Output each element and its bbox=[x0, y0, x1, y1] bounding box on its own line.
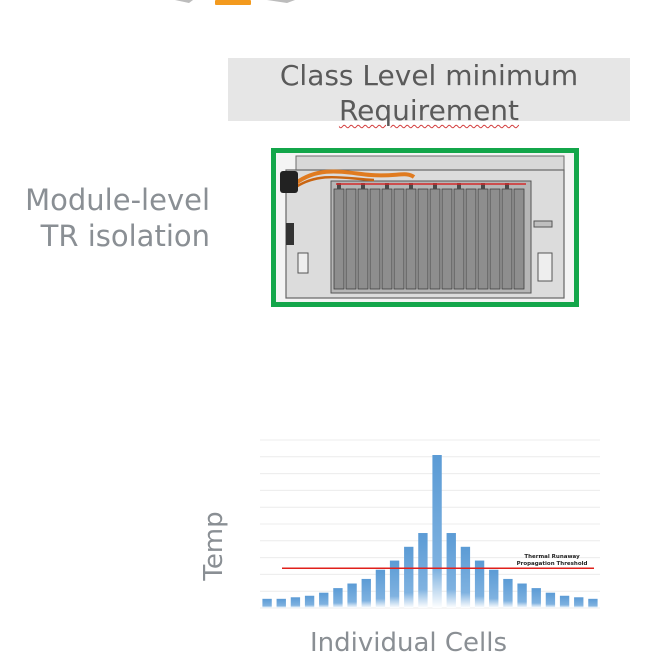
chart-bar bbox=[276, 598, 286, 608]
chart-bar bbox=[545, 592, 556, 608]
chart-bar bbox=[333, 588, 343, 608]
battery-module-image bbox=[271, 148, 579, 307]
logo-fragment-icon bbox=[175, 0, 295, 5]
chart-bar bbox=[404, 546, 414, 608]
chart-bar bbox=[432, 455, 442, 608]
side-label-line-2: TR isolation bbox=[40, 219, 210, 253]
chart-bar bbox=[531, 588, 541, 608]
chart-bar bbox=[574, 597, 584, 608]
chart-bar bbox=[559, 595, 570, 608]
chart-bar bbox=[304, 595, 315, 608]
chart-bar bbox=[290, 597, 301, 608]
chart-bar bbox=[262, 598, 272, 608]
battery-module-illustration bbox=[276, 153, 574, 302]
chart-bar bbox=[588, 598, 598, 608]
chart-bar bbox=[489, 569, 499, 608]
chart-bar bbox=[389, 560, 400, 608]
header-line-1: Class Level minimum bbox=[279, 59, 579, 92]
chart-bar bbox=[375, 569, 386, 608]
chart-bar bbox=[517, 583, 527, 608]
requirement-header: Class Level minimum Requirement bbox=[228, 58, 630, 127]
threshold-label-line-2: Propagation Threshold bbox=[517, 561, 588, 567]
module-level-label: Module-level TR isolation bbox=[0, 182, 210, 254]
chart-bar bbox=[446, 533, 456, 608]
chart-bar bbox=[361, 578, 371, 608]
header-line-2: Requirement bbox=[338, 94, 520, 127]
chart-bar bbox=[347, 583, 357, 608]
chart-bar bbox=[418, 533, 428, 608]
side-label-line-1: Module-level bbox=[25, 183, 210, 217]
threshold-label-line-1: Thermal Runaway bbox=[524, 554, 580, 560]
chart-x-axis-label: Individual Cells bbox=[310, 628, 508, 658]
chart-bar bbox=[503, 578, 513, 608]
chart-bar bbox=[474, 560, 485, 608]
chart-bar bbox=[460, 546, 471, 608]
chart-bar bbox=[319, 592, 329, 608]
